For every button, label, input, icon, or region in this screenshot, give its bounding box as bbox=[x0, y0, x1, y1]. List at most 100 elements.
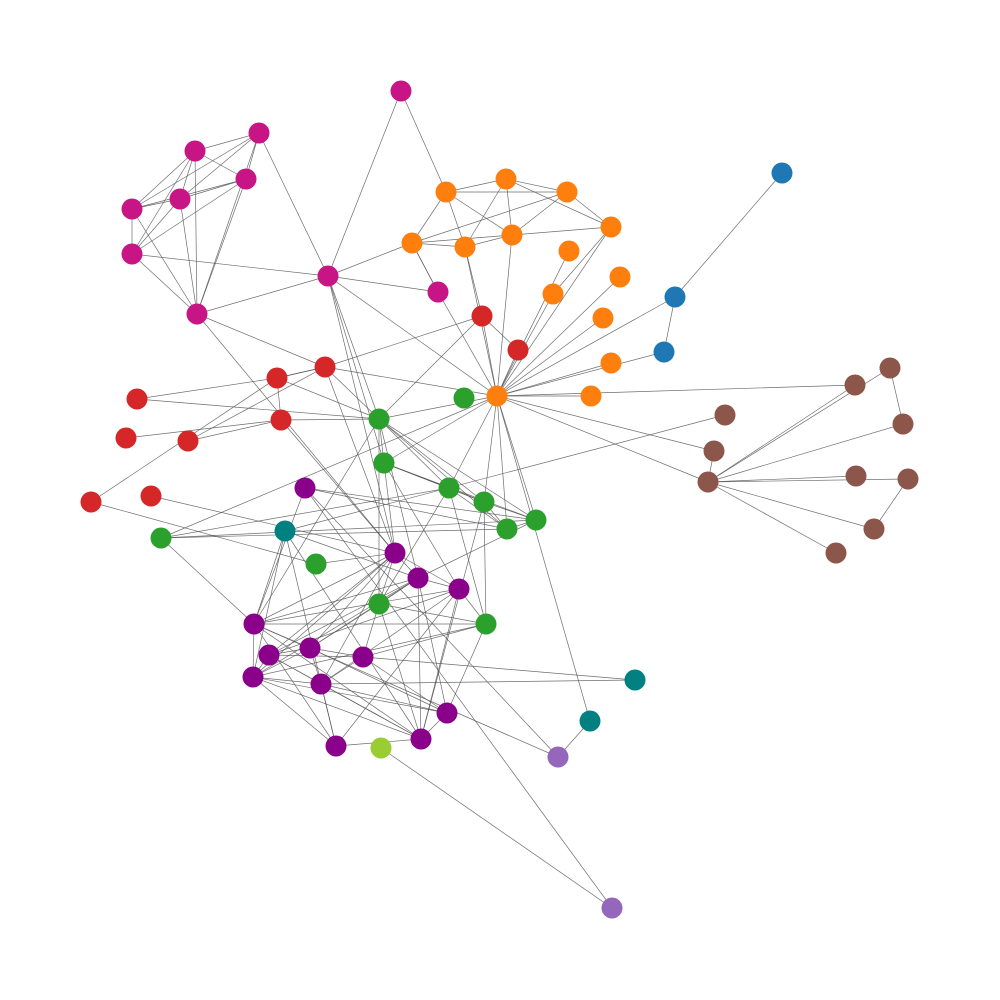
edge bbox=[437, 291, 498, 397]
edge bbox=[511, 226, 612, 236]
node-purple[interactable] bbox=[448, 578, 470, 600]
node-purple[interactable] bbox=[325, 735, 347, 757]
edge bbox=[552, 226, 612, 295]
node-blue[interactable] bbox=[653, 341, 675, 363]
edge bbox=[496, 226, 612, 397]
node-orange[interactable] bbox=[600, 352, 622, 374]
node-purple[interactable] bbox=[436, 702, 458, 724]
node-magenta[interactable] bbox=[390, 80, 412, 102]
node-green[interactable] bbox=[475, 613, 497, 635]
node-orange[interactable] bbox=[556, 181, 578, 203]
edge bbox=[327, 90, 402, 277]
node-magenta[interactable] bbox=[169, 188, 191, 210]
node-magenta[interactable] bbox=[235, 168, 257, 190]
edge bbox=[131, 178, 247, 255]
node-purple[interactable] bbox=[352, 646, 374, 668]
node-red[interactable] bbox=[266, 367, 288, 389]
node-purple[interactable] bbox=[299, 637, 321, 659]
node-teal[interactable] bbox=[579, 710, 601, 732]
node-green[interactable] bbox=[373, 452, 395, 474]
node-red[interactable] bbox=[270, 409, 292, 431]
node-magenta[interactable] bbox=[186, 303, 208, 325]
node-brown[interactable] bbox=[844, 374, 866, 396]
node-orange[interactable] bbox=[542, 283, 564, 305]
node-green[interactable] bbox=[368, 408, 390, 430]
node-brown[interactable] bbox=[697, 471, 719, 493]
edge bbox=[179, 132, 260, 200]
node-green[interactable] bbox=[525, 509, 547, 531]
edge bbox=[131, 253, 198, 315]
edge bbox=[194, 150, 198, 315]
node-magenta[interactable] bbox=[427, 281, 449, 303]
node-teal[interactable] bbox=[624, 669, 646, 691]
node-orange[interactable] bbox=[401, 232, 423, 254]
node-brown[interactable] bbox=[863, 518, 885, 540]
node-brown[interactable] bbox=[897, 468, 919, 490]
edge bbox=[362, 656, 636, 681]
edge bbox=[320, 679, 636, 685]
node-purple[interactable] bbox=[294, 477, 316, 499]
node-green[interactable] bbox=[496, 518, 518, 540]
edge bbox=[378, 418, 419, 579]
node-green[interactable] bbox=[368, 593, 390, 615]
edge bbox=[383, 462, 460, 590]
edge bbox=[131, 150, 196, 210]
node-purple[interactable] bbox=[410, 728, 432, 750]
node-orange[interactable] bbox=[501, 224, 523, 246]
node-magenta[interactable] bbox=[317, 265, 339, 287]
node-orange[interactable] bbox=[580, 385, 602, 407]
edge bbox=[483, 395, 498, 503]
node-magenta[interactable] bbox=[121, 198, 143, 220]
node-orange[interactable] bbox=[495, 168, 517, 190]
node-red[interactable] bbox=[80, 491, 102, 513]
node-orange[interactable] bbox=[486, 385, 508, 407]
node-red[interactable] bbox=[471, 305, 493, 327]
edge bbox=[378, 418, 485, 503]
node-red[interactable] bbox=[115, 427, 137, 449]
node-brown[interactable] bbox=[879, 357, 901, 379]
edge bbox=[378, 418, 508, 530]
node-red[interactable] bbox=[177, 430, 199, 452]
edge bbox=[327, 242, 413, 277]
node-lavender[interactable] bbox=[601, 897, 623, 919]
node-orange[interactable] bbox=[558, 240, 580, 262]
node-orange[interactable] bbox=[609, 266, 631, 288]
edge bbox=[179, 198, 198, 315]
node-green[interactable] bbox=[473, 491, 495, 513]
node-green[interactable] bbox=[438, 477, 460, 499]
node-orange[interactable] bbox=[454, 236, 476, 258]
node-blue[interactable] bbox=[771, 162, 793, 184]
node-purple[interactable] bbox=[258, 644, 280, 666]
node-green[interactable] bbox=[453, 387, 475, 409]
edge bbox=[252, 676, 448, 714]
node-red[interactable] bbox=[314, 356, 336, 378]
node-magenta[interactable] bbox=[184, 140, 206, 162]
node-teal[interactable] bbox=[274, 520, 296, 542]
node-brown[interactable] bbox=[845, 465, 867, 487]
node-blue[interactable] bbox=[664, 286, 686, 308]
node-purple[interactable] bbox=[407, 567, 429, 589]
node-green[interactable] bbox=[305, 553, 327, 575]
node-green[interactable] bbox=[150, 527, 172, 549]
node-brown[interactable] bbox=[892, 413, 914, 435]
node-yellowgreen[interactable] bbox=[370, 737, 392, 759]
node-orange[interactable] bbox=[600, 216, 622, 238]
node-lavender[interactable] bbox=[547, 746, 569, 768]
node-brown[interactable] bbox=[714, 404, 736, 426]
node-red[interactable] bbox=[140, 485, 162, 507]
node-red[interactable] bbox=[126, 388, 148, 410]
node-purple[interactable] bbox=[384, 542, 406, 564]
node-orange[interactable] bbox=[435, 181, 457, 203]
node-orange[interactable] bbox=[592, 307, 614, 329]
node-purple[interactable] bbox=[242, 666, 264, 688]
node-magenta[interactable] bbox=[248, 122, 270, 144]
edge bbox=[707, 481, 837, 554]
node-red[interactable] bbox=[507, 339, 529, 361]
edge bbox=[446, 623, 487, 714]
node-magenta[interactable] bbox=[121, 243, 143, 265]
node-brown[interactable] bbox=[825, 542, 847, 564]
edge bbox=[280, 418, 380, 421]
node-purple[interactable] bbox=[243, 613, 265, 635]
node-brown[interactable] bbox=[703, 440, 725, 462]
node-purple[interactable] bbox=[310, 673, 332, 695]
